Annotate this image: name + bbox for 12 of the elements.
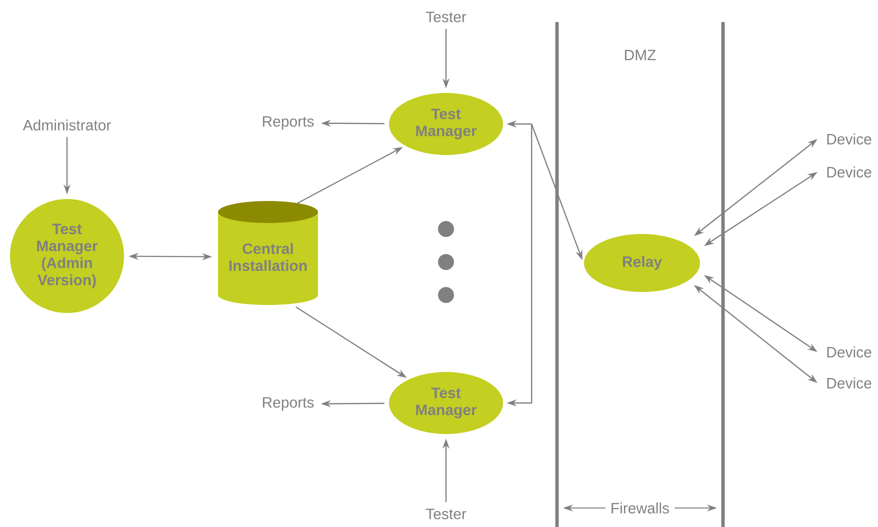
device-label: Device <box>824 164 874 180</box>
actor-label: Tester <box>424 506 468 522</box>
device-label: Device <box>824 375 874 390</box>
output-label: Reports <box>260 395 316 413</box>
actor-label: Administrator <box>20 118 114 132</box>
zone-label: Firewalls <box>605 497 675 518</box>
zone-label: DMZ <box>624 50 656 60</box>
device-label: Device <box>824 132 874 146</box>
device-label: Device <box>824 344 874 360</box>
actor-label: Tester <box>424 10 468 24</box>
output-label: Reports <box>260 114 316 132</box>
database-cylinder: Central Installation <box>218 201 318 305</box>
